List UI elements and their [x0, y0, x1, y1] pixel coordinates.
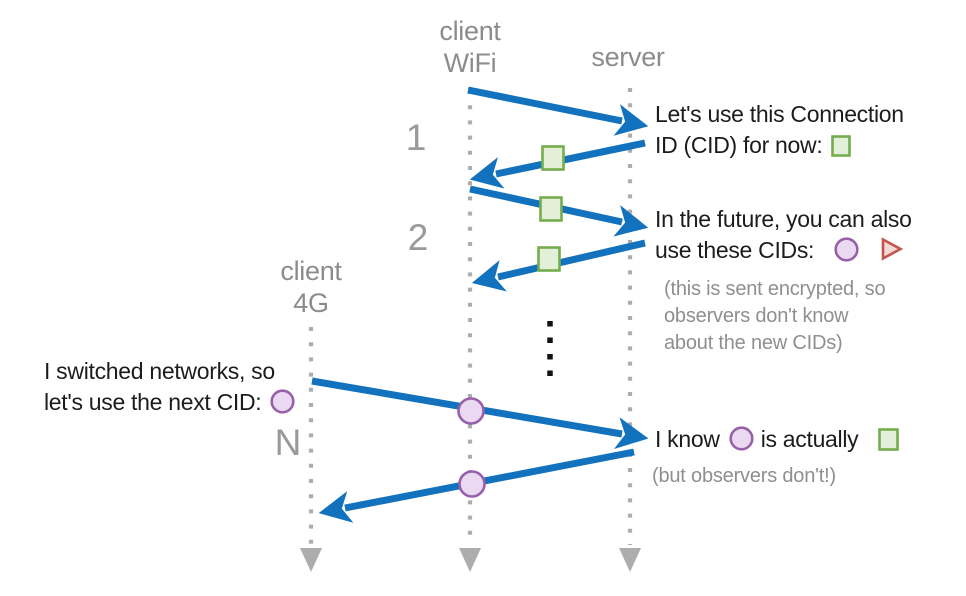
annotation-msg1: Let's use this Connection ID (CID) for n… [655, 99, 904, 165]
annotation-line: ID (CID) for now: [655, 130, 904, 165]
annotation-line: In the future, you can also [655, 206, 912, 232]
purple-circle-cid-icon [458, 470, 486, 498]
annotation-text: is actually [760, 426, 859, 452]
lane-label-line: 4G [293, 287, 329, 318]
annotation-switch: I switched networks, so let's use the ne… [44, 356, 295, 422]
purple-circle-cid-icon [729, 426, 754, 459]
annotation-line: let's use the next CID: [44, 387, 295, 422]
arrow-msg2-response [471, 239, 646, 292]
lane-label-server: server [558, 42, 698, 74]
purple-circle-cid-icon [457, 397, 485, 425]
green-square-cid-icon [539, 196, 563, 222]
annotation-line: observers don't know [664, 305, 849, 328]
annotation-msg2-note: (this is sent encrypted, so observers do… [664, 276, 886, 358]
annotation-text: ID (CID) for now: [655, 131, 823, 158]
lane-label-line: server [591, 42, 665, 72]
red-triangle-cid-icon [879, 236, 904, 270]
arrow-msg1-response [469, 139, 646, 189]
annotation-msgN-note: (but observers don't!) [652, 463, 836, 490]
annotation-line: I know is actually [655, 424, 900, 459]
green-square-cid-icon [831, 134, 852, 165]
lifeline-end-arrow-icon [619, 548, 641, 572]
green-square-cid-icon [541, 145, 565, 171]
lane-label-line: client [439, 16, 501, 46]
annotation-msg2: In the future, you can also use these CI… [655, 204, 912, 270]
annotation-line: (but observers don't!) [652, 465, 836, 487]
purple-circle-cid-icon [834, 237, 859, 270]
annotation-msgN: I know is actually [655, 424, 900, 459]
arrow-msgN-response [318, 448, 635, 523]
annotation-line: about the new CIDs) [664, 332, 843, 355]
annotation-line: I switched networks, so [44, 358, 275, 384]
lane-label-client-wifi: client WiFi [400, 16, 540, 80]
lifeline-end-arrow-icon [300, 548, 322, 572]
lifeline-end-arrow-icon [459, 548, 481, 572]
annotation-text: use these CIDs: [655, 236, 815, 263]
step-number-n: N [274, 422, 302, 463]
lane-label-line: WiFi [443, 47, 497, 78]
purple-circle-cid-icon [270, 389, 295, 422]
arrow-msg1-request [467, 86, 649, 136]
annotation-text: let's use the next CID: [44, 388, 262, 415]
step-number-2: 2 [407, 217, 429, 258]
lane-label-line: client [280, 256, 342, 286]
annotation-line: (this is sent encrypted, so [664, 278, 886, 300]
lane-label-client-4g: client 4G [241, 256, 381, 320]
green-square-cid-icon [537, 246, 561, 272]
green-square-cid-icon [878, 428, 900, 459]
annotation-line: use these CIDs: [655, 235, 912, 270]
annotation-text: I know [655, 426, 720, 452]
annotation-line: Let's use this Connection [655, 101, 904, 127]
step-number-1: 1 [405, 117, 427, 158]
